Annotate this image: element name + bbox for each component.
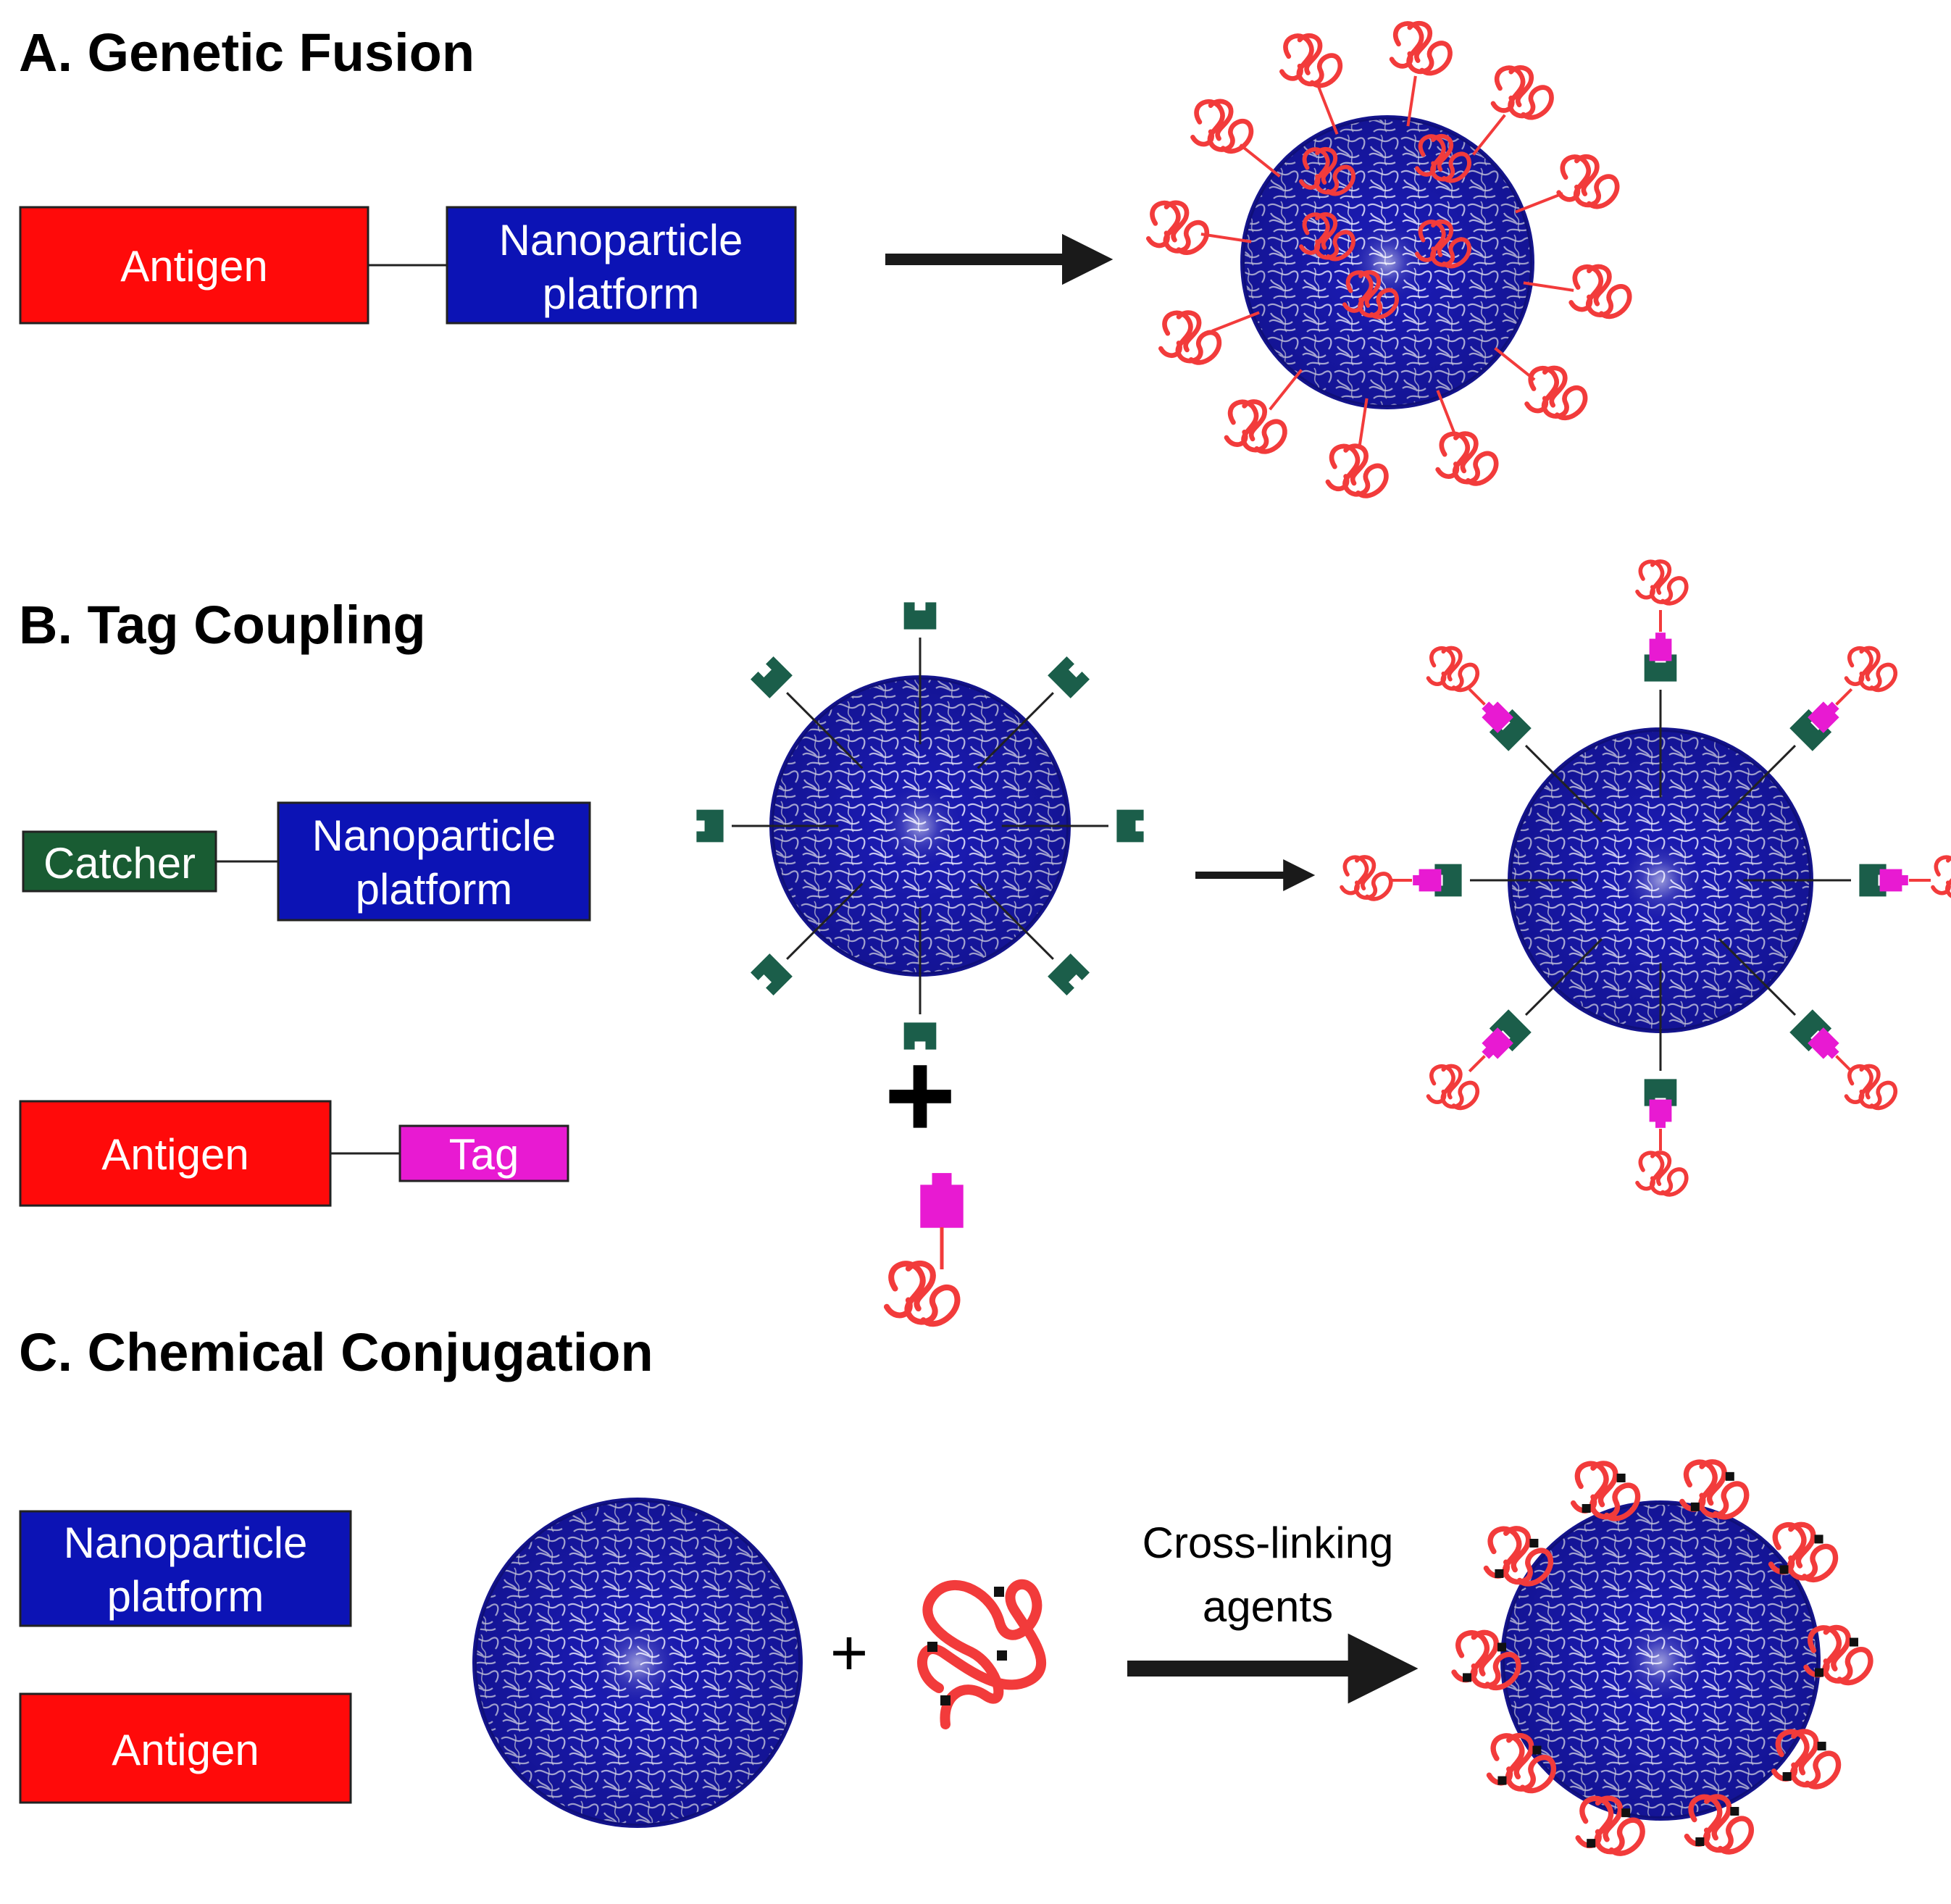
nanoparticle-platform-box [19, 1510, 352, 1627]
plus-sign: + [830, 1617, 869, 1690]
bare-nanoparticle [472, 1498, 803, 1828]
nanoparticle-platform-box [446, 206, 797, 325]
tag-block-icon [1879, 869, 1908, 892]
protein-cage-icon [1500, 1500, 1821, 1821]
section-chemical-conjugation: C. Chemical Conjugation Nanoparticle pla… [19, 1322, 1871, 1853]
tag-block-icon [920, 1173, 964, 1228]
platform-label-line1: Nanoparticle [312, 811, 556, 860]
tag-box-label: Tag [449, 1130, 519, 1179]
platform-label-line1: Nanoparticle [499, 216, 743, 264]
catcher-clamp-icon [751, 953, 793, 995]
nanoparticle-platform-box [277, 801, 591, 922]
catcher-nanoparticle [696, 602, 1144, 1050]
antigen-coupled-nanoparticle [1342, 561, 1951, 1195]
coiled-protein-icon [1148, 203, 1207, 253]
tag-block-icon [1413, 869, 1442, 892]
catcher-clamp-icon [696, 809, 724, 843]
section-tag-coupling: B. Tag Coupling Catcher Nanoparticle pla… [19, 561, 1951, 1324]
antigen-box-label: Antigen [112, 1726, 259, 1774]
platform-label-line2: platform [107, 1572, 264, 1621]
coiled-protein-icon [1559, 156, 1618, 206]
coiled-protein-icon [1161, 313, 1219, 363]
catcher-box-label: Catcher [43, 839, 196, 888]
platform-label-line2: platform [356, 865, 513, 914]
coiled-protein-icon [1933, 857, 1951, 899]
antigen-box [19, 206, 369, 325]
coiled-protein-icon [1282, 36, 1340, 85]
protein-cage-icon [1240, 115, 1534, 409]
catcher-clamp-icon [903, 602, 937, 630]
coiled-protein-icon [1392, 23, 1450, 73]
tag-box [398, 1124, 569, 1182]
section-c-heading: C. Chemical Conjugation [19, 1322, 653, 1382]
section-a-heading: A. Genetic Fusion [19, 22, 475, 83]
arrow-label-line1: Cross-linking [1142, 1519, 1394, 1567]
antigen-box [19, 1100, 332, 1207]
coiled-protein-icon [1846, 648, 1895, 690]
coiled-protein-icon [917, 1579, 1047, 1729]
coiled-protein-icon [1846, 1066, 1895, 1108]
coiled-protein-icon [1429, 1066, 1478, 1108]
tag-block-icon [1649, 1099, 1672, 1128]
antigen-box-label: Antigen [120, 242, 268, 291]
coiled-protein-icon [1438, 434, 1497, 484]
coiled-protein-icon [1637, 561, 1687, 604]
coiled-protein-icon [1493, 67, 1552, 117]
coiled-protein-icon [887, 1264, 957, 1324]
coiled-protein-icon [1192, 101, 1251, 151]
catcher-clamp-icon [751, 656, 793, 698]
coiled-protein-icon [1342, 857, 1391, 899]
conjugated-nanoparticle [1454, 1462, 1871, 1853]
coiled-protein-icon [1227, 401, 1285, 451]
catcher-box [22, 830, 217, 893]
arrow-label-line2: agents [1203, 1582, 1333, 1631]
catcher-clamp-icon [1116, 809, 1144, 843]
section-genetic-fusion: A. Genetic Fusion Antigen Nanoparticle p… [19, 22, 1629, 496]
antigen-decorated-nanoparticle [1148, 23, 1629, 496]
coiled-protein-icon [1429, 648, 1478, 690]
coiled-protein-icon [1571, 267, 1630, 317]
platform-label-line2: platform [543, 270, 700, 318]
plus-sign: + [884, 1027, 956, 1164]
coiled-protein-icon [1527, 368, 1586, 418]
coiled-protein-icon [1328, 446, 1387, 496]
catcher-clamp-icon [1048, 953, 1090, 995]
tag-block-icon [1649, 632, 1672, 661]
catcher-clamp-icon [1048, 656, 1090, 698]
antigen-box [19, 1692, 352, 1804]
free-antigen [917, 1579, 1047, 1729]
protein-cage-icon [472, 1498, 803, 1828]
platform-label-line1: Nanoparticle [64, 1519, 308, 1567]
coiled-protein-icon [1637, 1153, 1687, 1195]
section-b-heading: B. Tag Coupling [19, 595, 426, 655]
tagged-antigen [887, 1173, 964, 1324]
antigen-box-label: Antigen [101, 1130, 249, 1179]
